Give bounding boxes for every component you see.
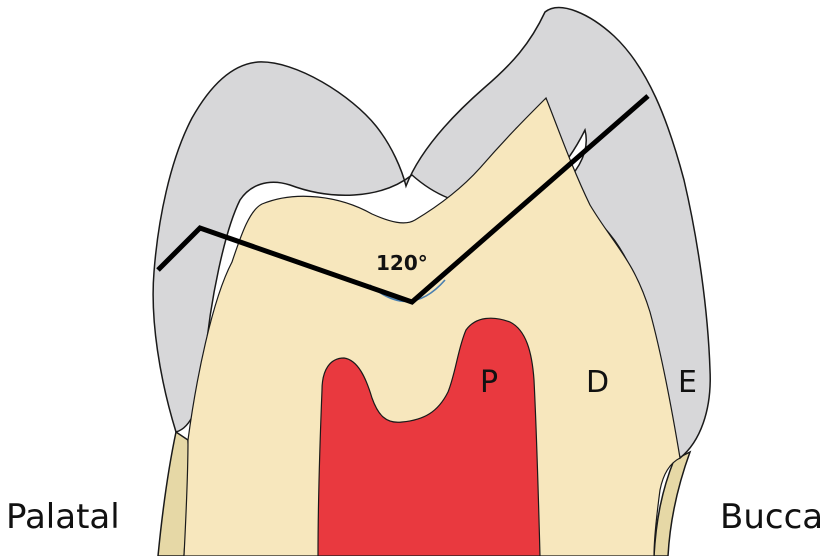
- buccal-label: Buccal: [720, 497, 822, 537]
- pulp-label: P: [480, 365, 498, 400]
- enamel-label: E: [678, 365, 697, 400]
- dentin-label: D: [586, 365, 609, 400]
- palatal-root-cementum: [158, 432, 189, 556]
- palatal-label: Palatal: [6, 497, 120, 537]
- angle-label: 120°: [376, 251, 428, 275]
